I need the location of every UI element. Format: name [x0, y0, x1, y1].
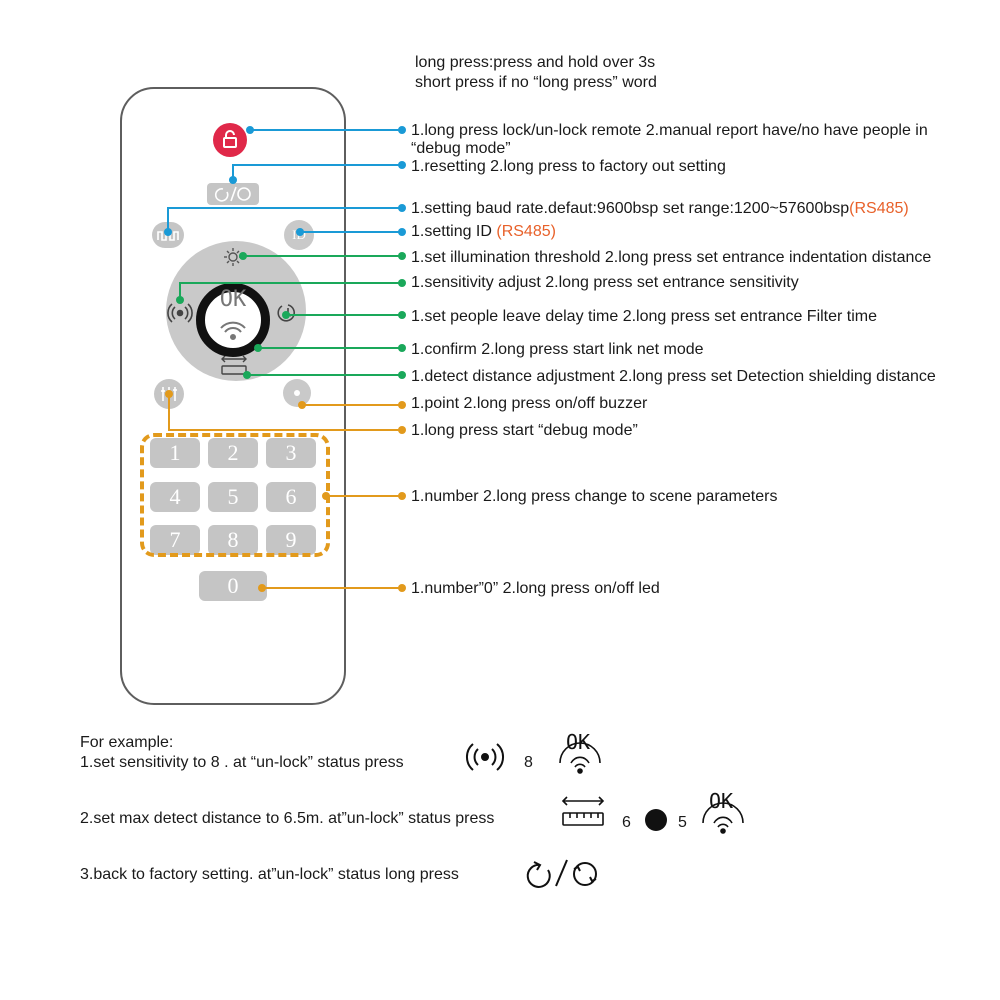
- key-9[interactable]: 9: [266, 525, 316, 555]
- rs485-tag: (RS485): [849, 200, 909, 217]
- annotation-debug: 1.long press start “debug mode”: [411, 422, 638, 439]
- annotation-reset: 1.resetting 2.long press to factory out …: [411, 158, 726, 175]
- baud-rate-icon: [152, 222, 184, 248]
- annotation-sensitivity: 1.sensitivity adjust 2.long press set en…: [411, 274, 799, 291]
- annotation-illumination: 1.set illumination threshold 2.long pres…: [411, 249, 932, 266]
- ok-label: OK: [219, 287, 247, 312]
- example-2-number-2: 5: [678, 814, 687, 831]
- key-2[interactable]: 2: [208, 438, 258, 468]
- annotation-lock-cont: “debug mode”: [411, 140, 511, 157]
- key-3[interactable]: 3: [266, 438, 316, 468]
- example-1-ok-label: OK: [566, 730, 591, 754]
- annotation-zero: 1.number”0” 2.long press on/off led: [411, 580, 660, 597]
- key-7[interactable]: 7: [150, 525, 200, 555]
- id-button[interactable]: ID: [284, 220, 314, 250]
- header-line-2: short press if no “long press” word: [415, 74, 657, 91]
- annotation-number: 1.number 2.long press change to scene pa…: [411, 488, 778, 505]
- reset-button[interactable]: [207, 183, 259, 205]
- annotation-baud: 1.setting baud rate.defaut:9600bsp set r…: [411, 199, 909, 218]
- annotation-confirm: 1.confirm 2.long press start link net mo…: [411, 341, 704, 358]
- annotation-baud-text: 1.setting baud rate.defaut:9600bsp set r…: [411, 200, 850, 217]
- key-0[interactable]: 0: [199, 571, 267, 601]
- key-4[interactable]: 4: [150, 482, 200, 512]
- header-line-1: long press:press and hold over 3s: [415, 54, 656, 71]
- example-1-number: 8: [524, 754, 533, 771]
- key-8[interactable]: 8: [208, 525, 258, 555]
- lock-button[interactable]: [213, 123, 247, 157]
- annotation-point: 1.point 2.long press on/off buzzer: [411, 395, 648, 412]
- key-1[interactable]: 1: [150, 438, 200, 468]
- number-keys-highlight: [140, 433, 330, 557]
- settings-sliders-icon: [161, 387, 177, 401]
- baud-rate-button[interactable]: [152, 222, 184, 248]
- example-2-number-1: 6: [622, 814, 631, 831]
- point-button[interactable]: [283, 379, 311, 407]
- key-6[interactable]: 6: [266, 482, 316, 512]
- example-2-ok-label: OK: [709, 789, 734, 813]
- reset-icon: [214, 186, 251, 202]
- annotation-id-text: 1.setting ID: [411, 223, 497, 240]
- annotation-delay: 1.set people leave delay time 2.long pre…: [411, 308, 878, 325]
- rs485-tag: (RS485): [496, 223, 556, 240]
- annotation-distance: 1.detect distance adjustment 2.long pres…: [411, 368, 936, 385]
- example-1-text: 1.set sensitivity to 8 . at “un-lock” st…: [80, 754, 404, 771]
- annotation-id: 1.setting ID (RS485): [411, 222, 556, 241]
- debug-button[interactable]: [154, 379, 184, 409]
- examples-title: For example:: [80, 734, 174, 751]
- id-icon: ID: [292, 227, 306, 242]
- key-5[interactable]: 5: [208, 482, 258, 512]
- example-3-text: 3.back to factory setting. at”un-lock” s…: [80, 866, 459, 883]
- annotation-lock: 1.long press lock/un-lock remote 2.manua…: [411, 122, 928, 139]
- lock-icon: [223, 130, 237, 148]
- example-2-text: 2.set max detect distance to 6.5m. at”un…: [80, 810, 495, 827]
